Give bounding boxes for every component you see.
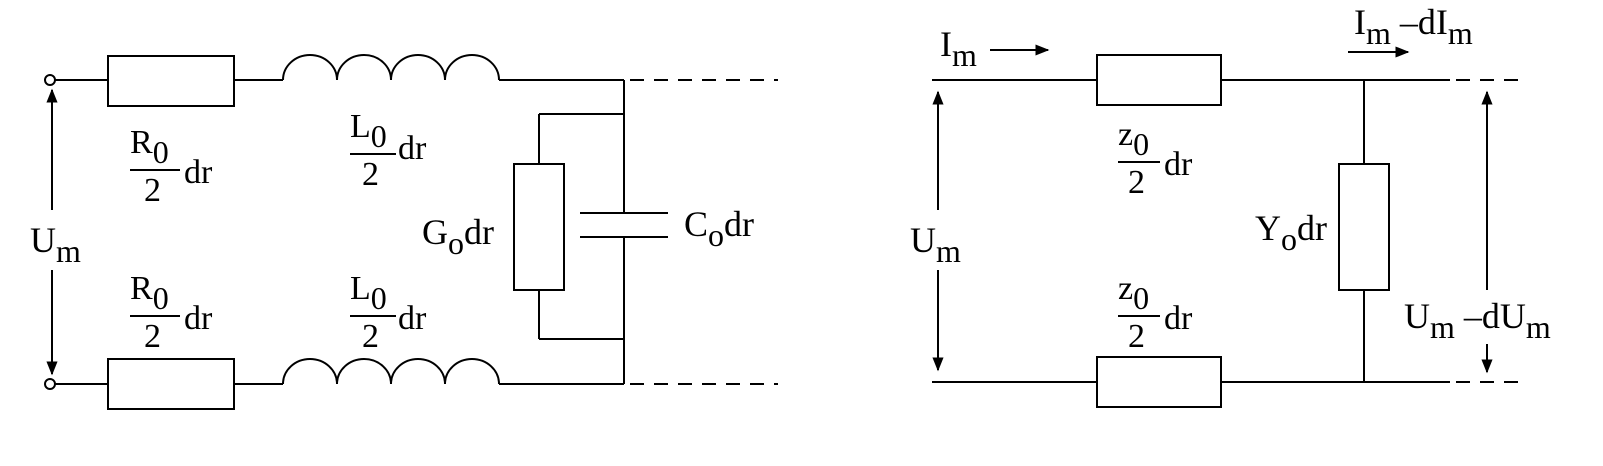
bottom-terminal bbox=[44, 378, 56, 390]
voltage-in-label: Um bbox=[910, 220, 961, 269]
admittance-label: Yodr bbox=[1255, 208, 1327, 257]
right-circuit bbox=[932, 44, 1525, 408]
conductance-label: Godr bbox=[422, 212, 494, 261]
admittance-element bbox=[1338, 163, 1390, 291]
capacitance-label: Codr bbox=[684, 204, 755, 253]
impedance-top bbox=[1096, 54, 1222, 106]
voltage-out-label: Um –dUm bbox=[1404, 296, 1551, 345]
left-voltage-label: Um bbox=[30, 220, 81, 269]
resistor-top bbox=[107, 55, 235, 107]
current-in-label: Im bbox=[940, 24, 977, 73]
inductor-bottom bbox=[282, 358, 500, 385]
impedance-bottom bbox=[1096, 356, 1222, 408]
left-circuit bbox=[44, 54, 778, 410]
resistor-bottom bbox=[107, 358, 235, 410]
top-terminal bbox=[44, 74, 56, 86]
inductor-top bbox=[282, 54, 500, 81]
conductance-resistor bbox=[513, 163, 565, 291]
current-out-label: Im –dIm bbox=[1354, 2, 1473, 51]
